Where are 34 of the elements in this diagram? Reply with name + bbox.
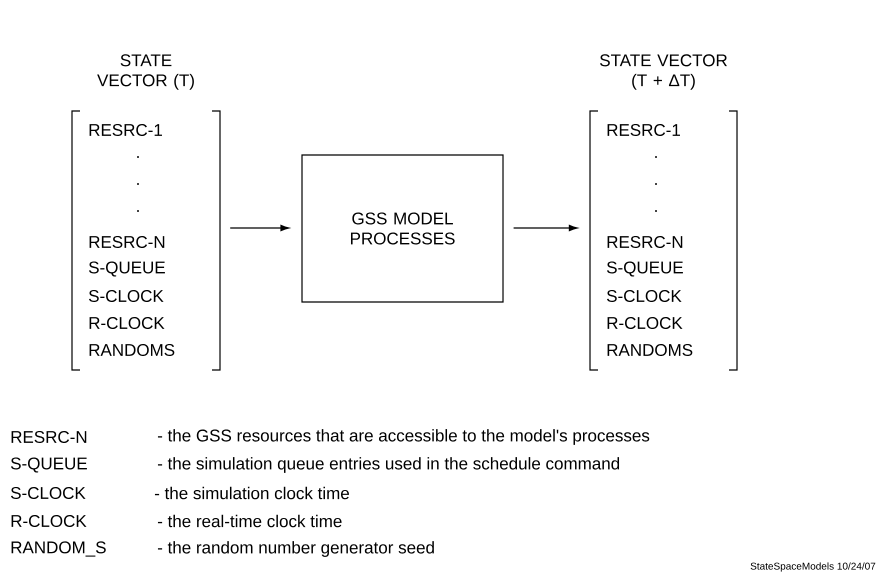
process-box: GSS MODEL PROCESSES (301, 154, 504, 303)
legend-description: - the simulation clock time (154, 486, 349, 500)
legend-term: RANDOM_S (12, 541, 106, 557)
legend-term: RESRC-N (12, 430, 86, 444)
arrow (230, 224, 290, 232)
vector-entry: . (655, 156, 657, 158)
vector-entry: R-CLOCK (90, 316, 165, 330)
legend-term: S-CLOCK (10, 486, 86, 500)
vector-entry: RESRC-N (90, 236, 164, 248)
vector-entry: RESRC-N (608, 236, 682, 248)
vector-entry: . (137, 210, 139, 212)
vector-entry: S-CLOCK (88, 290, 164, 302)
legend-description: - the simulation queue entries used in the schedule command (158, 457, 620, 473)
vector-entry: . (655, 210, 657, 212)
vector-entry: S-QUEUE (606, 261, 683, 277)
legend-description: - the GSS resources that are accessible to the model's processes (158, 429, 650, 445)
vector-entry: . (137, 156, 139, 158)
vector-entry: S-CLOCK (606, 290, 682, 302)
vector-entry: RESRC-1 (608, 124, 680, 136)
legend-term: S-QUEUE (10, 457, 87, 473)
vector-heading: STATE VECTOR (T) (97, 54, 194, 90)
vector-entry: S-QUEUE (88, 261, 165, 277)
legend-description: - the real-time clock time (158, 514, 342, 528)
legend-term: R-CLOCK (12, 514, 87, 528)
vector-entry: RESRC-1 (90, 124, 162, 136)
vector-entry: RANDOMS (608, 344, 692, 356)
vector-heading: STATE VECTOR (T + ΔT) (600, 54, 727, 90)
vector-entry: . (137, 183, 139, 185)
vector-entry: . (655, 183, 657, 185)
vector-entry: R-CLOCK (608, 316, 683, 330)
legend-description: - the random number generator seed (158, 541, 434, 557)
footer-note: StateSpaceModels 10/24/07 (750, 562, 876, 572)
arrow (514, 224, 578, 232)
vector-entry: RANDOMS (90, 344, 174, 356)
